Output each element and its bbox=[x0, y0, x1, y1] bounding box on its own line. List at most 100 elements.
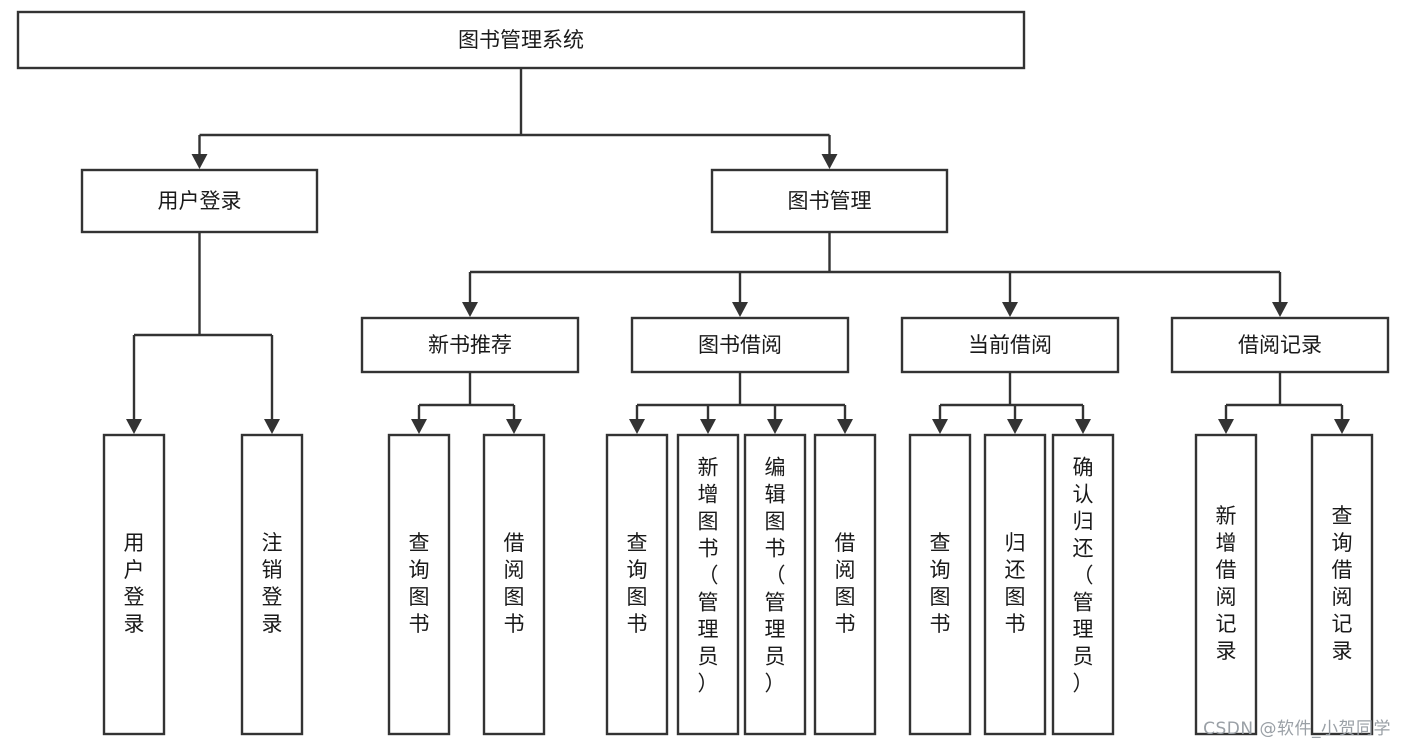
node-label-char: 确 bbox=[1073, 456, 1094, 480]
node-label-char: 阅 bbox=[1332, 585, 1353, 609]
node-label-char: 图 bbox=[698, 510, 719, 534]
node-label-char: ） bbox=[698, 672, 719, 696]
node-label-char: 用 bbox=[124, 531, 145, 555]
node-label-char: 管 bbox=[698, 591, 719, 615]
node-label-char: 新 bbox=[698, 456, 719, 480]
node-label-char: 借 bbox=[504, 531, 525, 555]
node-label: 图书借阅 bbox=[698, 333, 782, 357]
node-label-char: 书 bbox=[765, 537, 786, 561]
node-label-char: 辑 bbox=[765, 483, 786, 507]
node-label-char: 阅 bbox=[504, 558, 525, 582]
node-label-char: 书 bbox=[930, 612, 951, 636]
node-label-char: 借 bbox=[1216, 558, 1237, 582]
node-label-char: ） bbox=[765, 672, 786, 696]
connector-group bbox=[629, 372, 853, 434]
node-label-char: 增 bbox=[698, 483, 719, 507]
node-label-char: 新 bbox=[1216, 504, 1237, 528]
connector-group bbox=[932, 372, 1091, 434]
node-label-char: 员 bbox=[698, 645, 719, 669]
node-borrow-record: 借阅记录 bbox=[1170, 316, 1390, 374]
node-label-char: ） bbox=[1073, 672, 1094, 696]
node-label-char: 管 bbox=[1073, 591, 1094, 615]
node-label-char: 注 bbox=[262, 531, 283, 555]
node-label-char: 阅 bbox=[835, 558, 856, 582]
node-label-char: （ bbox=[1073, 564, 1094, 588]
node-label-char: 图 bbox=[409, 585, 430, 609]
node-label-char: 销 bbox=[262, 558, 283, 582]
node-label-char: 书 bbox=[504, 612, 525, 636]
csdn-watermark: CSDN @软件_小贺同学 bbox=[1203, 719, 1391, 739]
node-layer: 图书管理系统用户登录图书管理新书推荐图书借阅当前借阅借阅记录用户登录注销登录查询… bbox=[16, 10, 1390, 736]
node-label: 图书管理 bbox=[788, 189, 872, 213]
node-label-char: 书 bbox=[835, 612, 856, 636]
connector-group bbox=[126, 232, 280, 434]
node-label-char: 图 bbox=[1005, 585, 1026, 609]
node-label-char: 书 bbox=[1005, 612, 1026, 636]
node-label-char: 书 bbox=[627, 612, 648, 636]
node-label-char: 询 bbox=[1332, 531, 1353, 555]
node-book-manage: 图书管理 bbox=[710, 168, 949, 234]
node-label-char: 图 bbox=[627, 585, 648, 609]
node-label-char: 借 bbox=[1332, 558, 1353, 582]
connector-group bbox=[1218, 372, 1350, 434]
node-label-char: 归 bbox=[1073, 510, 1094, 534]
node-label-char: 编 bbox=[765, 456, 786, 480]
node-label-char: 阅 bbox=[1216, 585, 1237, 609]
node-label-char: （ bbox=[698, 564, 719, 588]
node-label: 借阅记录 bbox=[1238, 333, 1322, 357]
node-label-char: 查 bbox=[930, 531, 951, 555]
node-label-char: 理 bbox=[698, 618, 719, 642]
connector-layer bbox=[126, 68, 1350, 434]
node-current-borrow: 当前借阅 bbox=[900, 316, 1120, 374]
node-label-char: 理 bbox=[765, 618, 786, 642]
node-label-char: （ bbox=[765, 564, 786, 588]
node-label-char: 录 bbox=[124, 612, 145, 636]
node-label-char: 询 bbox=[409, 558, 430, 582]
node-label-char: 员 bbox=[765, 645, 786, 669]
node-label-char: 理 bbox=[1073, 618, 1094, 642]
node-label-char: 归 bbox=[1005, 531, 1026, 555]
node-label-char: 登 bbox=[124, 585, 145, 609]
connector-group bbox=[191, 68, 838, 169]
node-label-char: 认 bbox=[1073, 483, 1094, 507]
node-label-char: 录 bbox=[262, 612, 283, 636]
node-label: 当前借阅 bbox=[968, 333, 1052, 357]
node-label-char: 增 bbox=[1216, 531, 1237, 555]
node-label-char: 图 bbox=[835, 585, 856, 609]
node-label-char: 查 bbox=[627, 531, 648, 555]
node-label-char: 还 bbox=[1073, 537, 1094, 561]
node-label: 新书推荐 bbox=[428, 333, 512, 357]
node-root: 图书管理系统 bbox=[16, 10, 1026, 70]
node-label-char: 录 bbox=[1332, 639, 1353, 663]
node-label-char: 图 bbox=[504, 585, 525, 609]
node-user-login: 用户登录 bbox=[80, 168, 319, 234]
node-label-char: 借 bbox=[835, 531, 856, 555]
node-label-char: 书 bbox=[698, 537, 719, 561]
node-label-char: 还 bbox=[1005, 558, 1026, 582]
node-new-book-rec: 新书推荐 bbox=[360, 316, 580, 374]
node-label-char: 记 bbox=[1332, 612, 1353, 636]
connector-group bbox=[411, 372, 522, 434]
node-label: 图书管理系统 bbox=[458, 28, 584, 52]
node-label-char: 管 bbox=[765, 591, 786, 615]
node-label-char: 图 bbox=[930, 585, 951, 609]
node-label-char: 书 bbox=[409, 612, 430, 636]
node-label-char: 录 bbox=[1216, 639, 1237, 663]
node-label-char: 询 bbox=[627, 558, 648, 582]
node-label-char: 图 bbox=[765, 510, 786, 534]
connector-group bbox=[462, 232, 1288, 317]
